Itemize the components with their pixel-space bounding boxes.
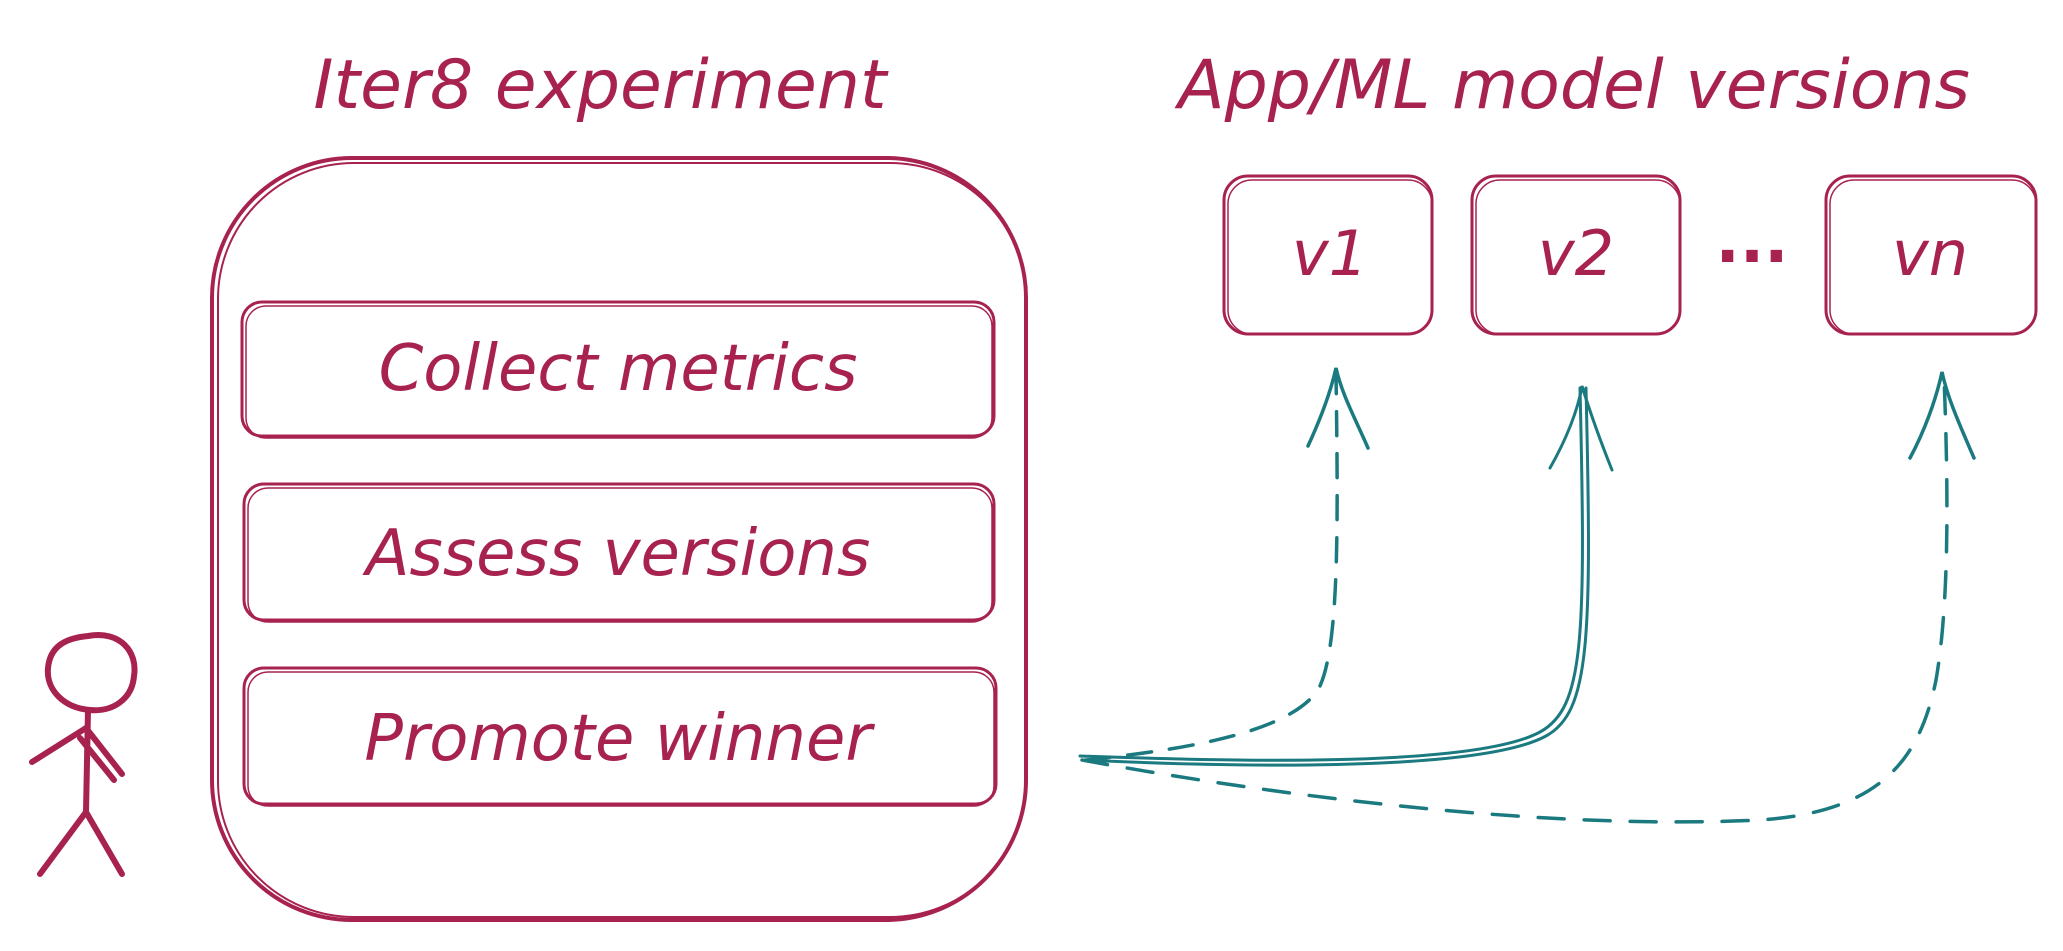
version-label: v1 bbox=[1292, 217, 1368, 290]
version-label: vn bbox=[1892, 217, 1968, 290]
arrow-to-v2 bbox=[1078, 385, 1614, 767]
stick-figure-icon bbox=[29, 632, 138, 877]
step-label: Collect metrics bbox=[379, 332, 858, 406]
step-label: Promote winner bbox=[364, 702, 875, 776]
step-label: Assess versions bbox=[362, 517, 871, 591]
step-assess-versions: Assess versions bbox=[242, 482, 996, 623]
experiment-header: Iter8 experiment bbox=[313, 46, 888, 125]
versions-header: App/ML model versions bbox=[1174, 46, 1970, 125]
step-promote-winner: Promote winner bbox=[242, 666, 998, 807]
version-box-v1: v1 bbox=[1222, 174, 1434, 336]
step-collect-metrics: Collect metrics bbox=[240, 300, 996, 439]
version-ellipsis: ... bbox=[1716, 204, 1789, 278]
arrow-to-vn bbox=[1080, 371, 1976, 824]
arrow-to-v1 bbox=[1084, 367, 1370, 762]
version-box-vn: vn bbox=[1824, 174, 2038, 336]
version-label: v2 bbox=[1538, 217, 1614, 290]
experiment-container bbox=[210, 156, 1028, 922]
version-box-v2: v2 bbox=[1470, 174, 1682, 336]
